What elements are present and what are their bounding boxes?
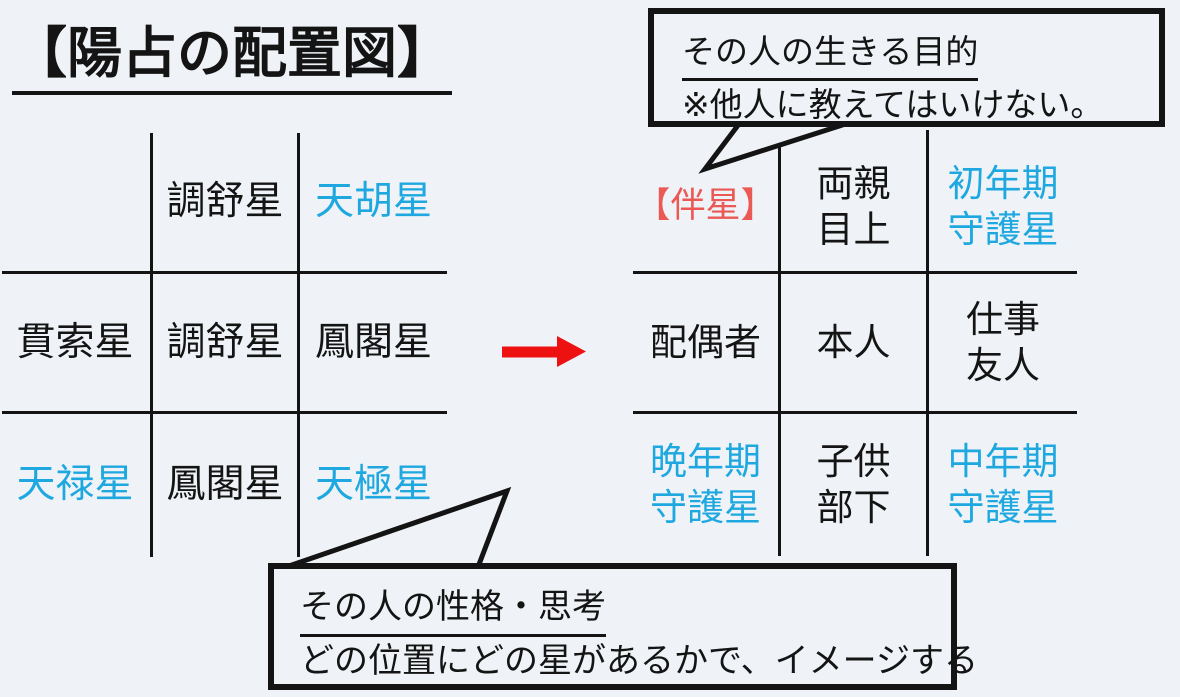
right-grid-cell-r3c2: 子供 部下 [816, 441, 891, 528]
bottom-callout-line2: どの位置にどの星があるかで、イメージする [300, 642, 978, 681]
left-grid-cell-r2c3: 鳳閣星 [314, 320, 432, 364]
right-grid-cell-r1c2: 両親 目上 [816, 163, 891, 250]
right-grid-cell-r2c2: 本人 [816, 321, 891, 363]
right-grid-cell-r2c1: 配偶者 [650, 321, 761, 363]
right-grid-cell-r3c3: 中年期 守護星 [947, 441, 1059, 528]
page-title-text: 【陽占の配置図】 [12, 8, 453, 95]
left-grid-vline-1 [150, 133, 153, 557]
bottom-callout-line1: その人の性格・思考 [300, 583, 941, 638]
left-grid-cell-r2c1: 貫索星 [16, 320, 134, 364]
top-callout-line2: ※他人に教えてはいけない。 [682, 85, 1104, 123]
right-grid-vline-1 [778, 130, 781, 556]
right-grid-hline-1 [633, 271, 1077, 274]
left-grid-cell-r3c3: 天極星 [314, 463, 432, 507]
right-grid-cell-r3c1: 晩年期 守護星 [650, 441, 761, 528]
left-grid-hline-1 [2, 271, 447, 274]
left-grid-cell-r2c2: 調舒星 [166, 320, 284, 364]
bottom-callout: その人の性格・思考 どの位置にどの星があるかで、イメージする [268, 563, 978, 690]
left-grid-cell-r1c1 [0, 133, 150, 271]
left-grid-cell-r3c2: 鳳閣星 [166, 463, 284, 507]
left-grid-cell-r1c3: 天胡星 [314, 180, 432, 224]
top-callout: その人の生きる目的 ※他人に教えてはいけない。 [648, 8, 1165, 127]
top-callout-line1: その人の生きる目的 [682, 28, 1149, 81]
right-grid-cell-r2c3: 仕事 友人 [966, 299, 1040, 386]
left-grid-cell-r3c1: 天禄星 [16, 463, 134, 507]
left-grid-vline-2 [297, 133, 300, 557]
left-grid-cell-r1c2: 調舒星 [166, 180, 284, 224]
right-arrow-icon [502, 336, 586, 367]
right-grid-vline-2 [926, 130, 929, 556]
left-grid-hline-2 [2, 411, 447, 414]
right-grid-cell-r1c1: 【伴星】 [635, 186, 776, 226]
right-grid-cell-r1c3: 初年期 守護星 [947, 163, 1059, 250]
page-title: 【陽占の配置図】 [12, 8, 453, 95]
right-grid-hline-2 [633, 411, 1077, 414]
